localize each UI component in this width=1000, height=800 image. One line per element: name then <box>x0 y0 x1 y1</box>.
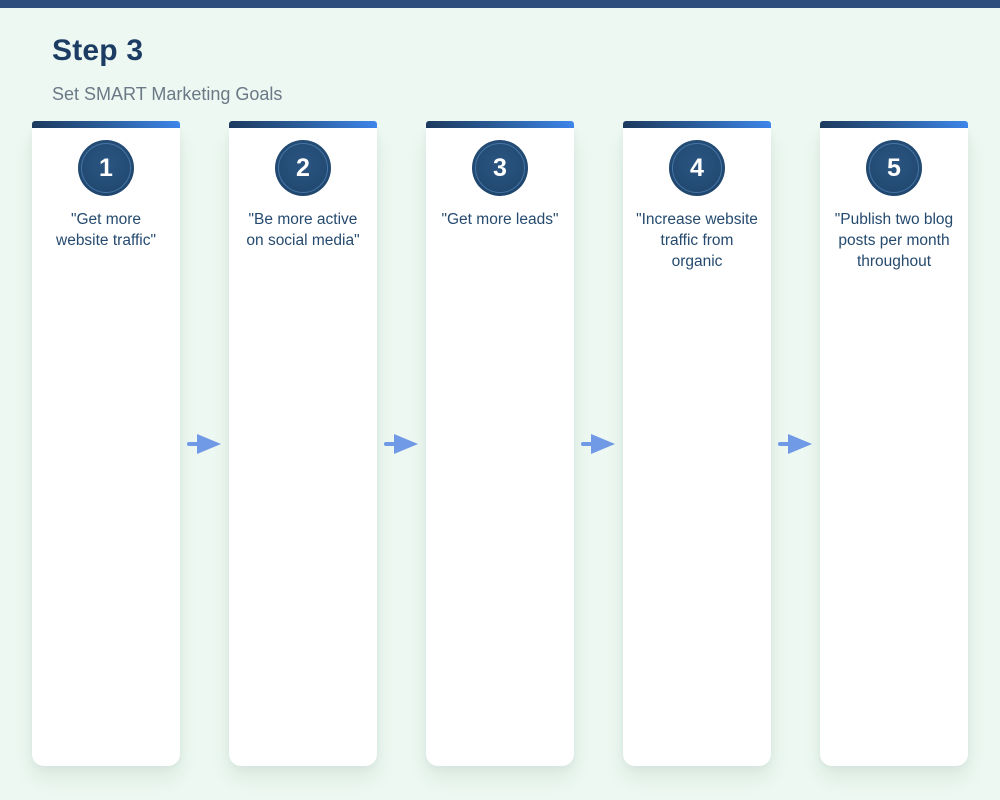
step-card-2: 2 "Be more active on social media" <box>229 121 377 766</box>
step-number-badge: 4 <box>669 140 725 196</box>
card-body: 3 "Get more leads" <box>426 128 574 766</box>
card-accent-bar <box>623 121 771 128</box>
flow-connector <box>771 121 820 766</box>
step-card-1: 1 "Get more website traffic" <box>32 121 180 766</box>
card-accent-bar <box>820 121 968 128</box>
right-arrow-icon <box>186 433 221 454</box>
page-title: Step 3 <box>52 34 144 67</box>
card-accent-bar <box>32 121 180 128</box>
step-number: 3 <box>493 153 507 182</box>
right-arrow-icon <box>777 433 812 454</box>
steps-flow: 1 "Get more website traffic" 2 "Be more … <box>32 121 968 766</box>
flow-connector <box>377 121 426 766</box>
step-quote: "Get more website traffic" <box>56 211 156 249</box>
step-card-3: 3 "Get more leads" <box>426 121 574 766</box>
step-card-4: 4 "Increase website traffic from organic <box>623 121 771 766</box>
right-arrow-icon <box>383 433 418 454</box>
card-body: 2 "Be more active on social media" <box>229 128 377 766</box>
card-accent-bar <box>426 121 574 128</box>
right-arrow-icon <box>580 433 615 454</box>
top-accent-bar <box>0 0 1000 8</box>
step-number-badge: 3 <box>472 140 528 196</box>
page-subtitle: Set SMART Marketing Goals <box>52 84 283 104</box>
flow-connector <box>574 121 623 766</box>
step-number-badge: 5 <box>866 140 922 196</box>
card-accent-bar <box>229 121 377 128</box>
step-number: 2 <box>296 153 310 182</box>
step-quote: "Get more leads" <box>441 211 559 228</box>
card-body: 5 "Publish two blog posts per month thro… <box>820 128 968 766</box>
step-number-badge: 1 <box>78 140 134 196</box>
card-body: 4 "Increase website traffic from organic <box>623 128 771 766</box>
flow-connector <box>180 121 229 766</box>
step-number: 1 <box>99 153 113 182</box>
step-card-5: 5 "Publish two blog posts per month thro… <box>820 121 968 766</box>
step-quote: "Increase website traffic from organic <box>636 211 758 270</box>
header: Step 3 Set SMART Marketing Goals <box>52 34 282 105</box>
step-quote: "Publish two blog posts per month throug… <box>834 211 954 270</box>
step-number-badge: 2 <box>275 140 331 196</box>
card-body: 1 "Get more website traffic" <box>32 128 180 766</box>
step-number: 4 <box>690 153 704 182</box>
step-number: 5 <box>887 153 901 182</box>
step-quote: "Be more active on social media" <box>246 211 360 249</box>
